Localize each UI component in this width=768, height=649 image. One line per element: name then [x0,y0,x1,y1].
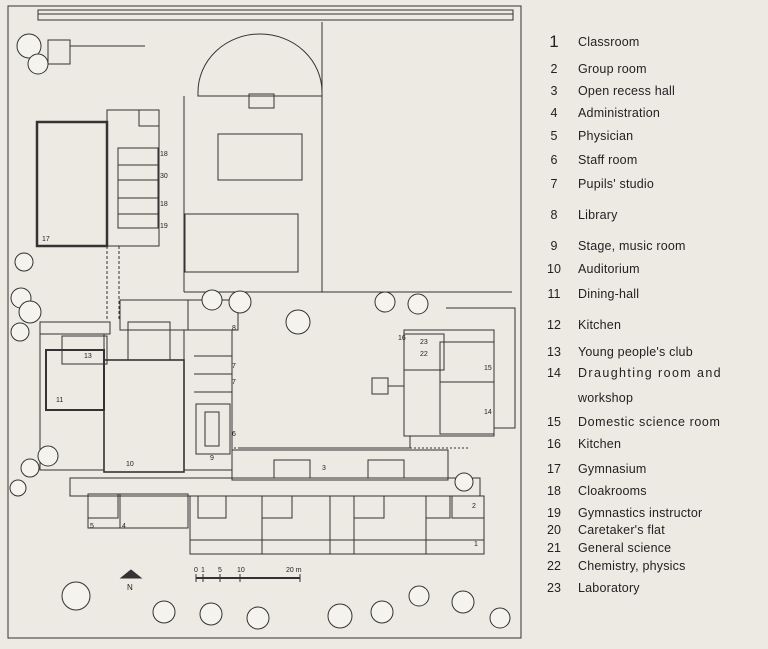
science-block [403,329,495,437]
room-label: 19 [160,223,168,230]
scale-label: 20 m [286,567,302,574]
room-label: 3 [322,465,326,472]
site-boundary [7,5,522,639]
room-label: 14 [484,409,492,416]
dining-hall [45,349,105,411]
scale-label: 5 [218,567,222,574]
gymnasium [35,120,109,248]
room-label: 11 [56,397,63,404]
room-label: 16 [398,335,406,342]
room-label: 1 [474,541,478,548]
room-label: 7 [232,379,236,386]
room-label: 10 [126,461,134,468]
room-label: 15 [484,365,492,372]
room-label: 18 [160,201,168,208]
north-arrow [119,569,143,579]
room-label: 23 [420,339,428,346]
court-1 [217,133,303,181]
room-label: 4 [122,523,126,530]
administration [87,493,189,529]
room-label: 9 [210,455,214,462]
court-2 [184,213,299,273]
sports-field [197,33,323,97]
room-label: 30 [160,173,168,180]
scale-label: 0 [194,567,198,574]
scale-label: 10 [237,567,245,574]
room-label: 8 [232,325,236,332]
auditorium [103,359,185,473]
scale-label: 1 [201,567,205,574]
room-label: 6 [232,431,236,438]
room-label: 22 [420,351,428,358]
north-label: N [127,583,133,592]
room-label: 2 [472,503,476,510]
room-label: 17 [42,236,50,243]
room-label: 18 [160,151,168,158]
site-plan: 17 18 30 18 19 13 11 10 9 8 7 7 6 3 5 4 … [7,5,522,639]
open-recess-hall [231,449,449,481]
classroom-wing [189,495,485,555]
room-label: 7 [232,363,236,370]
room-label: 5 [90,523,94,530]
room-label: 13 [84,353,92,360]
